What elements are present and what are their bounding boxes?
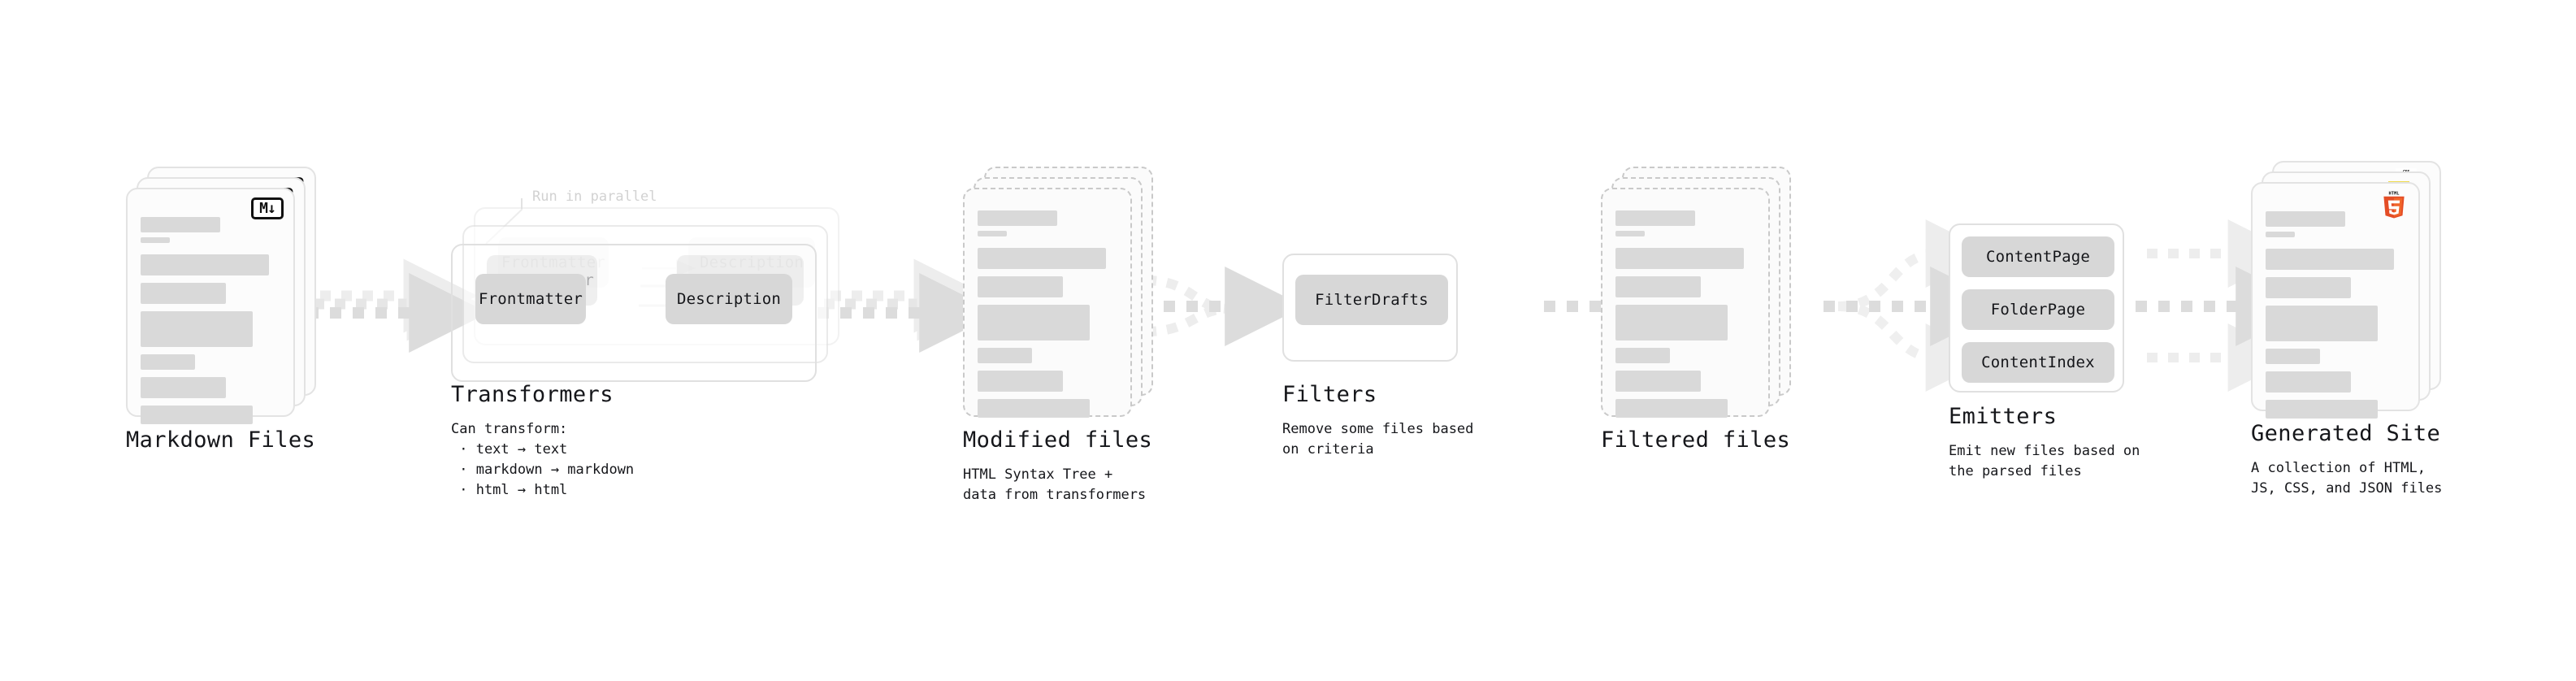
connector-markdown-to-transformers	[307, 258, 489, 353]
skeleton-bar	[1615, 305, 1728, 340]
skeleton-bar	[1615, 231, 1646, 236]
skeleton-bar	[141, 311, 253, 347]
transformer-chip-description[interactable]: Description	[666, 274, 792, 324]
emitter-chip-contentindex[interactable]: ContentIndex	[1962, 342, 2114, 383]
stage-filtered-files	[1601, 167, 1792, 419]
skeleton-bar	[2266, 277, 2351, 298]
skeleton-bar	[141, 237, 171, 243]
filter-chip-filterdrafts[interactable]: FilterDrafts	[1295, 275, 1448, 325]
skeleton-bar	[1615, 399, 1728, 418]
skeleton-bar	[1615, 371, 1701, 392]
transformer-group-front: Frontmatter Description	[451, 244, 817, 382]
markdown-file-stack: M↓ M↓ M↓	[126, 167, 317, 424]
connector-filtered-to-emitters	[1824, 219, 2010, 392]
card-skeleton	[1615, 210, 1755, 418]
skeleton-bar	[141, 283, 226, 304]
html5-icon: HTML	[2383, 191, 2405, 219]
generated-site-stack: CSS HTML	[2251, 161, 2442, 421]
skeleton-bar	[141, 254, 270, 275]
generated-card-front: HTML	[2251, 182, 2420, 419]
card-skeleton	[2266, 211, 2405, 419]
run-in-parallel-note: Run in parallel	[532, 189, 657, 205]
skeleton-bar	[2266, 400, 2378, 419]
stage-caption-filters: Remove some files based on criteria	[1282, 421, 1474, 458]
stage-title-filtered-files: Filtered files	[1601, 427, 1791, 453]
skeleton-bar	[1615, 276, 1701, 297]
stage-title-filters: Filters	[1282, 382, 1377, 407]
stage-title-emitters: Emitters	[1949, 404, 2058, 429]
skeleton-bar	[978, 399, 1090, 418]
skeleton-bar	[978, 210, 1058, 226]
skeleton-bar	[1615, 210, 1696, 226]
skeleton-bar	[2266, 306, 2378, 341]
stage-caption-modified-files: HTML Syntax Tree + data from transformer…	[963, 466, 1147, 503]
markdown-card-front: M↓	[126, 188, 295, 424]
stage-title-generated-site: Generated Site	[2251, 421, 2441, 446]
skeleton-bar	[978, 371, 1063, 392]
stage-title-modified-files: Modified files	[963, 427, 1153, 453]
skeleton-bar	[141, 406, 253, 424]
stage-generated-site: CSS HTML	[2251, 161, 2442, 421]
stage-caption-generated-site: A collection of HTML, JS, CSS, and JSON …	[2251, 460, 2443, 497]
modified-card-front	[963, 188, 1132, 418]
skeleton-bar	[2266, 232, 2296, 237]
stage-title-transformers: Transformers	[451, 382, 614, 407]
filters-group: FilterDrafts	[1282, 254, 1458, 362]
skeleton-bar	[2266, 249, 2395, 270]
skeleton-bar	[978, 348, 1033, 363]
html5-badge: HTML	[2381, 190, 2407, 219]
stage-title-markdown-files: Markdown Files	[126, 427, 316, 453]
card-skeleton	[978, 210, 1117, 418]
skeleton-bar	[978, 276, 1063, 297]
skeleton-bar	[978, 305, 1090, 340]
skeleton-bar	[978, 231, 1008, 236]
skeleton-bar	[1615, 248, 1745, 269]
skeleton-bar	[141, 354, 196, 370]
transformer-chip-frontmatter[interactable]: Frontmatter	[475, 274, 586, 324]
stage-markdown-files: M↓ M↓ M↓	[126, 167, 317, 424]
skeleton-bar	[978, 248, 1107, 269]
skeleton-bar	[2266, 349, 2321, 364]
svg-text:HTML: HTML	[2389, 191, 2400, 196]
filtered-card-front	[1601, 188, 1770, 418]
stage-caption-emitters: Emit new files based on the parsed files	[1949, 443, 2140, 479]
skeleton-bar	[1615, 348, 1671, 363]
connector-modified-to-filters	[1141, 267, 1305, 346]
skeleton-bar	[141, 377, 226, 398]
emitter-chip-folderpage[interactable]: FolderPage	[1962, 289, 2114, 330]
stage-caption-transformers: Can transform: · text → text · markdown …	[451, 421, 635, 498]
card-skeleton	[141, 217, 280, 424]
stage-modified-files	[963, 167, 1154, 419]
filtered-file-stack	[1601, 167, 1792, 419]
skeleton-bar	[2266, 371, 2351, 393]
connector-emitters-to-site	[2136, 219, 2316, 392]
skeleton-bar	[141, 217, 221, 232]
emitter-chip-contentpage[interactable]: ContentPage	[1962, 236, 2114, 277]
emitters-group: ContentPage FolderPage ContentIndex	[1949, 223, 2124, 393]
markdown-badge: M↓	[251, 197, 284, 219]
modified-file-stack	[963, 167, 1154, 419]
skeleton-bar	[2266, 211, 2346, 227]
